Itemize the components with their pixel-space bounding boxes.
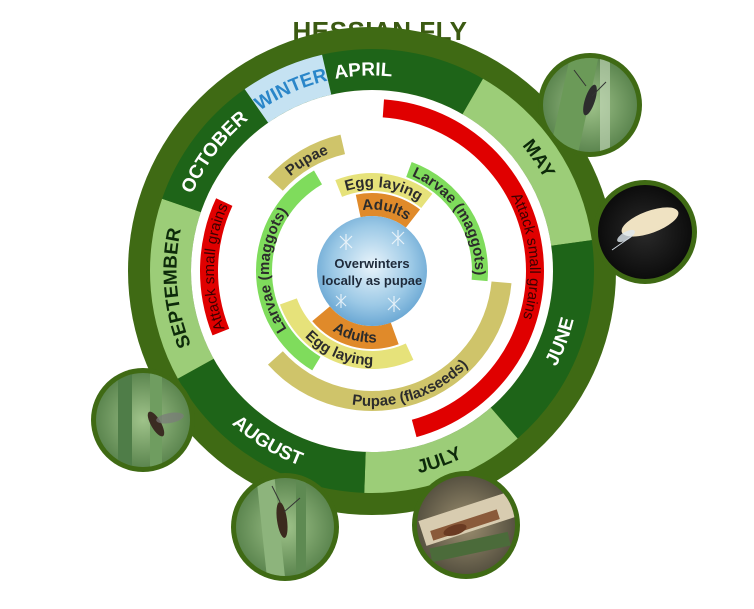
- snowflake-icon: [335, 230, 405, 312]
- stage-arc-attack-small-grains: [200, 198, 233, 336]
- month-segment-august: [177, 358, 366, 493]
- photo-adult-fly-on-stem: [231, 473, 339, 581]
- month-segment-september: [150, 198, 214, 379]
- photo-fly-on-grass: [91, 368, 195, 472]
- stage-arc-larvae-maggots: [406, 161, 489, 282]
- stage-arc-pupae: [267, 134, 346, 191]
- photo-adult-fly-on-leaf: [538, 53, 642, 157]
- month-segment-winter: [244, 54, 332, 123]
- month-segment-october: [162, 89, 269, 213]
- stage-arc-pupae-flaxseeds: [267, 281, 512, 411]
- stage-arc-adults: [312, 306, 399, 349]
- month-ring: APRILMAYJUNEJULYAUGUSTSEPTEMBEROCTOBERWI…: [150, 49, 594, 493]
- center-text-line-1: Overwinters: [334, 256, 409, 271]
- stage-arc-egg-laying: [279, 298, 414, 369]
- month-april-label: APRIL: [333, 59, 394, 83]
- photo-larva-close-up: [593, 180, 697, 284]
- center-circle: [317, 216, 427, 326]
- photo-pupae-on-stem: [412, 471, 520, 579]
- stage-arc-attack-small-grains: [382, 99, 544, 438]
- stage-arc-larvae-maggots: [255, 170, 322, 371]
- stage-arc-egg-laying: [335, 172, 433, 208]
- month-segment-june: [490, 240, 594, 439]
- center-text-line-2: locally as pupae: [322, 273, 422, 288]
- center-overwinter: Overwinters locally as pupae: [317, 216, 427, 326]
- stage-arc-adults: [355, 192, 421, 228]
- month-segment-may: [462, 78, 592, 246]
- month-segment-july: [364, 407, 518, 493]
